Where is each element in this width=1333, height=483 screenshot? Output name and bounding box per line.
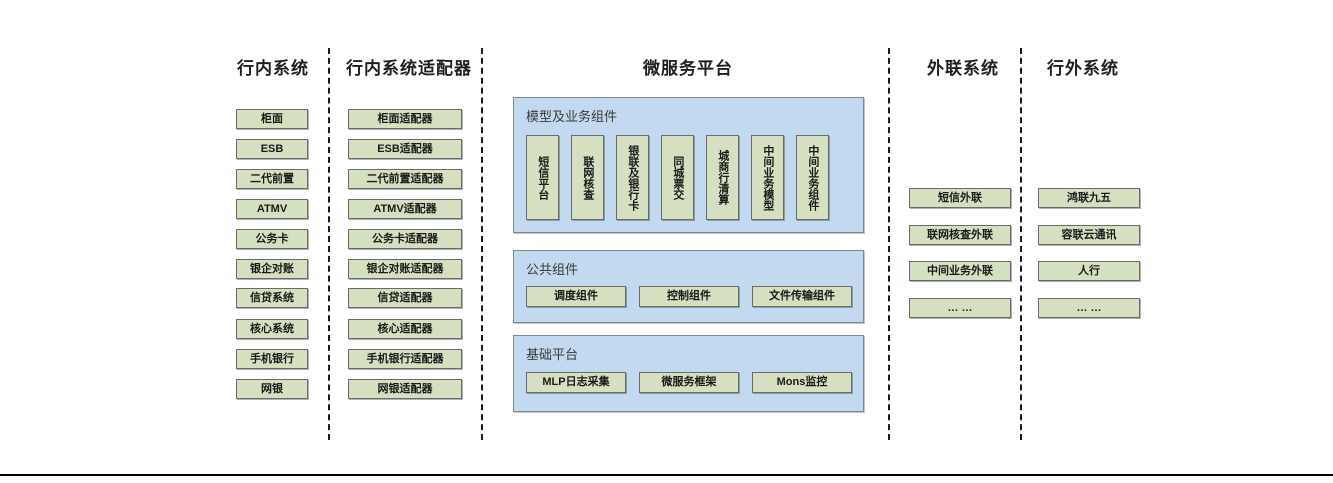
node-external-link-3[interactable]: 中间业务外联 bbox=[909, 261, 1011, 281]
node-external-link-2[interactable]: 联网核查外联 bbox=[909, 225, 1011, 245]
node-internal-system-7[interactable]: 信贷系统 bbox=[236, 288, 308, 308]
node-model-component-6[interactable]: 中间业务模型 bbox=[751, 135, 784, 220]
node-external-link-4[interactable]: … … bbox=[909, 298, 1011, 318]
node-public-component-1[interactable]: 调度组件 bbox=[526, 286, 626, 307]
node-internal-adapter-1[interactable]: 柜面适配器 bbox=[348, 109, 462, 129]
node-internal-adapter-2[interactable]: ESB适配器 bbox=[348, 139, 462, 159]
node-public-component-2[interactable]: 控制组件 bbox=[639, 286, 739, 307]
group-label-public-components: 公共组件 bbox=[526, 262, 579, 277]
column-title-external-link-systems: 外联系统 bbox=[927, 59, 999, 78]
page-bottom-rule bbox=[0, 474, 1333, 476]
node-external-link-1[interactable]: 短信外联 bbox=[909, 188, 1011, 208]
node-internal-system-3[interactable]: 二代前置 bbox=[236, 169, 308, 189]
column-title-internal-systems: 行内系统 bbox=[237, 59, 309, 78]
node-internal-adapter-8[interactable]: 核心适配器 bbox=[348, 319, 462, 339]
node-internal-system-9[interactable]: 手机银行 bbox=[236, 349, 308, 369]
node-outside-bank-3[interactable]: 人行 bbox=[1038, 261, 1140, 281]
node-internal-system-5[interactable]: 公务卡 bbox=[236, 229, 308, 249]
node-internal-system-1[interactable]: 柜面 bbox=[236, 109, 308, 129]
node-outside-bank-4[interactable]: … … bbox=[1038, 298, 1140, 318]
node-base-platform-1[interactable]: MLP日志采集 bbox=[526, 372, 626, 393]
node-internal-adapter-7[interactable]: 信贷适配器 bbox=[348, 288, 462, 308]
node-internal-system-2[interactable]: ESB bbox=[236, 139, 308, 159]
node-outside-bank-2[interactable]: 容联云通讯 bbox=[1038, 225, 1140, 245]
group-label-base-platform: 基础平台 bbox=[526, 347, 579, 362]
column-title-outside-bank-systems: 行外系统 bbox=[1047, 59, 1119, 78]
node-model-component-4[interactable]: 同城票交 bbox=[661, 135, 694, 220]
node-internal-adapter-4[interactable]: ATMV适配器 bbox=[348, 199, 462, 219]
platform-title: 微服务平台 bbox=[643, 59, 733, 78]
node-internal-adapter-9[interactable]: 手机银行适配器 bbox=[348, 349, 462, 369]
node-public-component-3[interactable]: 文件传输组件 bbox=[752, 286, 852, 307]
node-internal-system-8[interactable]: 核心系统 bbox=[236, 319, 308, 339]
node-model-component-1[interactable]: 短信平台 bbox=[526, 135, 559, 220]
divider-3 bbox=[888, 48, 890, 440]
divider-4 bbox=[1020, 48, 1022, 440]
node-outside-bank-1[interactable]: 鸿联九五 bbox=[1038, 188, 1140, 208]
group-label-model-business-components: 模型及业务组件 bbox=[526, 109, 618, 124]
node-internal-system-10[interactable]: 网银 bbox=[236, 379, 308, 399]
column-title-internal-adapters: 行内系统适配器 bbox=[346, 59, 472, 78]
node-internal-adapter-5[interactable]: 公务卡适配器 bbox=[348, 229, 462, 249]
node-model-component-7[interactable]: 中间业务组件 bbox=[796, 135, 829, 220]
node-internal-system-4[interactable]: ATMV bbox=[236, 199, 308, 219]
node-base-platform-3[interactable]: Mons监控 bbox=[752, 372, 852, 393]
divider-1 bbox=[328, 48, 330, 440]
node-internal-adapter-3[interactable]: 二代前置适配器 bbox=[348, 169, 462, 189]
node-model-component-5[interactable]: 城商行清算 bbox=[706, 135, 739, 220]
node-internal-adapter-6[interactable]: 银企对账适配器 bbox=[348, 259, 462, 279]
node-model-component-2[interactable]: 联网核查 bbox=[571, 135, 604, 220]
divider-2 bbox=[481, 48, 483, 440]
node-model-component-3[interactable]: 银联及银行卡 bbox=[616, 135, 649, 220]
node-internal-system-6[interactable]: 银企对账 bbox=[236, 259, 308, 279]
node-base-platform-2[interactable]: 微服务框架 bbox=[639, 372, 739, 393]
node-internal-adapter-10[interactable]: 网银适配器 bbox=[348, 379, 462, 399]
